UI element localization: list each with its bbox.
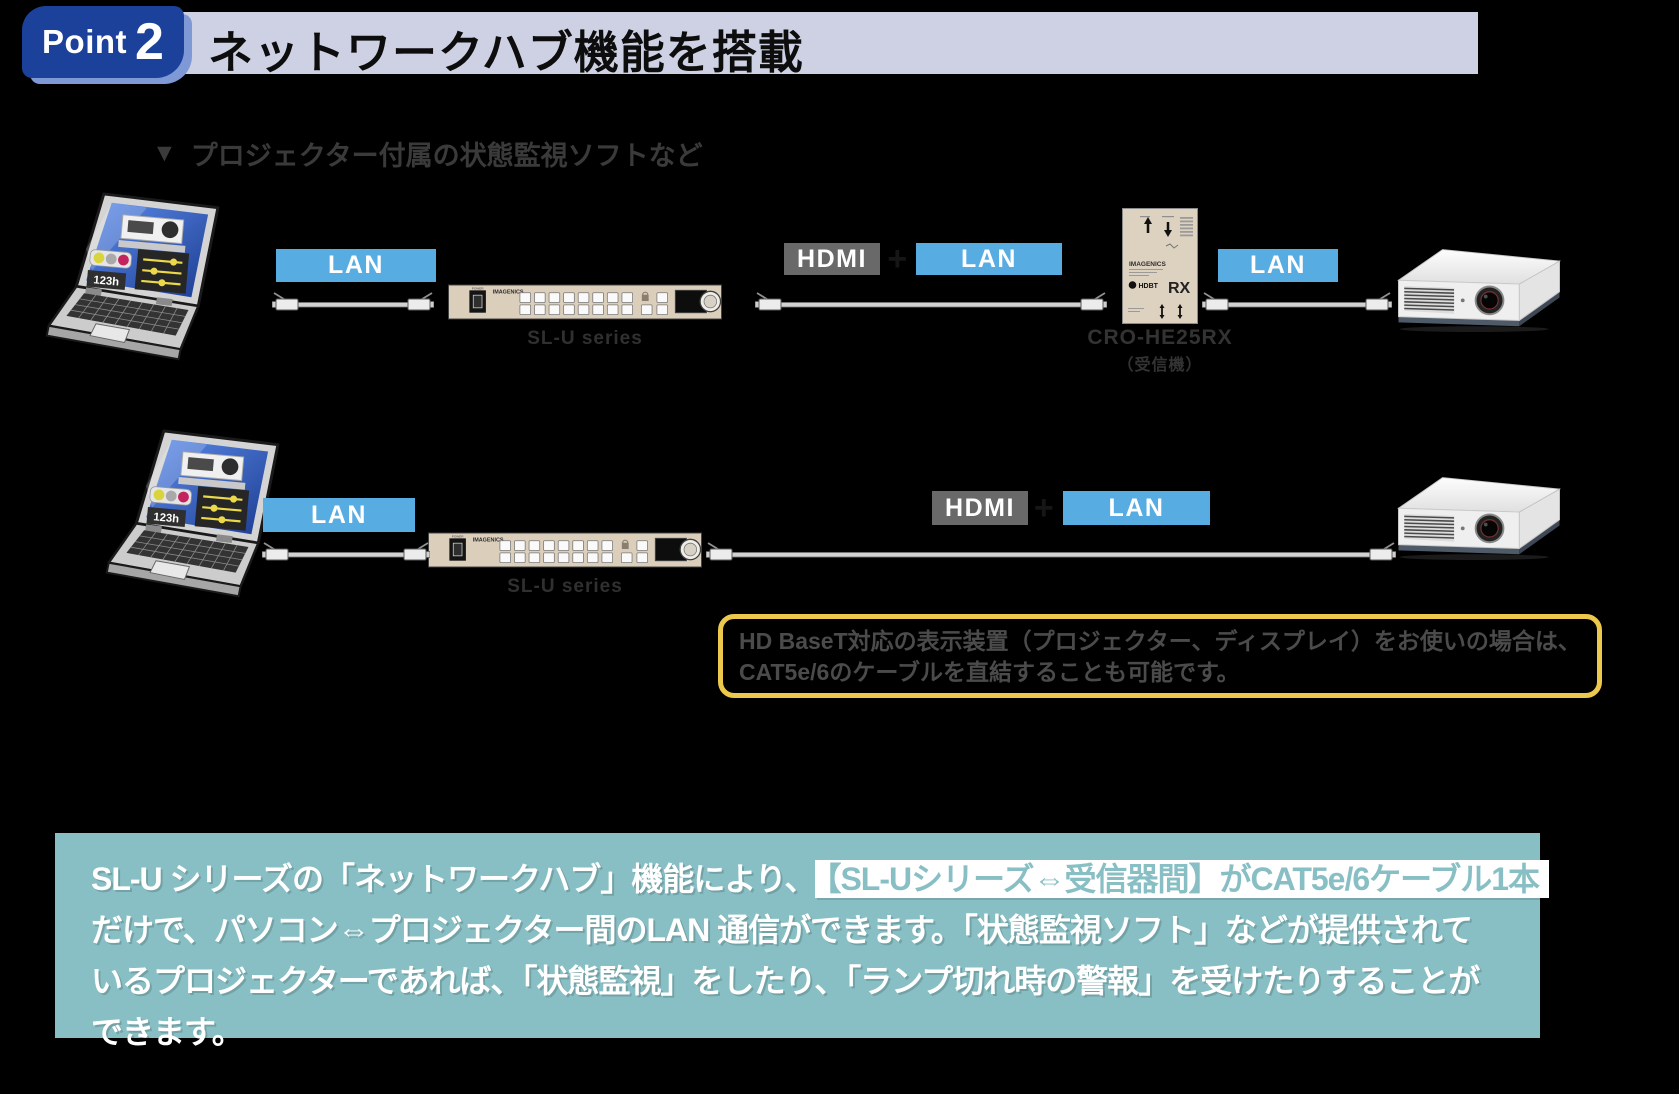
arrow-down-icon: [1164, 222, 1172, 237]
diagram-caption: ▼ プロジェクター付属の状態監視ソフトなど: [152, 134, 703, 173]
description-line-1: SL-U シリーズの「ネットワークハブ」機能により、【SL-Uシリーズ⇔受信器間…: [91, 854, 1550, 905]
receiver-hdbt-text: HDBT: [1139, 283, 1159, 290]
plus-sign: +: [887, 239, 909, 278]
lan-label: LAN: [1218, 249, 1338, 282]
hdmi-lan-cable: [755, 292, 1107, 311]
arrow-up-icon: [1144, 217, 1152, 233]
dip-switch-block: [1180, 217, 1193, 237]
point-badge-number: 2: [135, 13, 164, 71]
diagram-caption-text: プロジェクター付属の状態監視ソフトなど: [190, 141, 703, 171]
plus-sign: +: [1033, 488, 1056, 527]
lan-cable: [262, 542, 430, 561]
lan-cable: [1202, 292, 1392, 311]
cro-he25rx-receiver-illustration: IMAGENICS HDBT RX: [1122, 208, 1198, 324]
point-badge-label: Point: [42, 23, 128, 60]
hdmi-label: HDMI: [784, 243, 880, 275]
note-line-1: HD BaseT対応の表示装置（プロジェクター、ディスプレイ）をお使いの場合は、: [739, 628, 1581, 654]
receiver-model-label: CRO-HE25RX: [1087, 326, 1233, 349]
lan-label: LAN: [1063, 491, 1210, 525]
sl-u-switcher-illustration: [448, 284, 722, 320]
hdmi-label: HDMI: [932, 491, 1028, 525]
note-line-2: CAT5e/6のケーブルを直結することも可能です。: [739, 659, 1240, 685]
header-bar: [30, 12, 1478, 74]
lan-cable: [272, 292, 434, 311]
description-line-1-text: SL-U シリーズの「ネットワークハブ」機能により、: [91, 861, 816, 897]
description-line-4: できます。: [91, 1014, 244, 1050]
description-panel: SL-U シリーズの「ネットワークハブ」機能により、【SL-Uシリーズ⇔受信器間…: [55, 833, 1550, 1050]
receiver-brand-text: IMAGENICS: [1129, 261, 1167, 268]
point-badge: Point 2: [22, 6, 184, 78]
switcher-series-label: SL-U series: [527, 328, 643, 349]
triangle-marker-icon: ▼: [152, 139, 177, 167]
lan-label: LAN: [276, 249, 436, 282]
receiver-role-label: （受信機）: [1117, 357, 1203, 374]
hdbt-logo-icon: [1128, 281, 1137, 289]
description-line-3: いるプロジェクターであれば、「状態監視」をしたり、「ランプ切れ時の警報」を受けた…: [91, 963, 1480, 999]
hdbaset-note-box: HD BaseT対応の表示装置（プロジェクター、ディスプレイ）をお使いの場合は、…: [718, 614, 1602, 698]
lan-label: LAN: [916, 243, 1062, 275]
description-highlight: 【SL-Uシリーズ⇔受信器間】がCAT5e/6ケーブル1本: [815, 860, 1550, 898]
sl-u-switcher-illustration: [428, 532, 702, 568]
receiver-rx-text: RX: [1168, 280, 1191, 297]
switcher-series-label: SL-U series: [507, 576, 623, 597]
port-arrows: [1161, 307, 1181, 316]
lan-label: LAN: [263, 498, 415, 532]
projector-illustration: [1397, 248, 1561, 332]
hdmi-lan-cable: [706, 542, 1396, 561]
description-line-2: だけで、パソコン⇔プロジェクター間のLAN 通信ができます。「状態監視ソフト」な…: [91, 912, 1473, 948]
laptop-illustration: [45, 192, 220, 361]
projector-illustration: [1397, 476, 1561, 560]
page-title: ネットワークハブ機能を搭載: [208, 27, 804, 78]
